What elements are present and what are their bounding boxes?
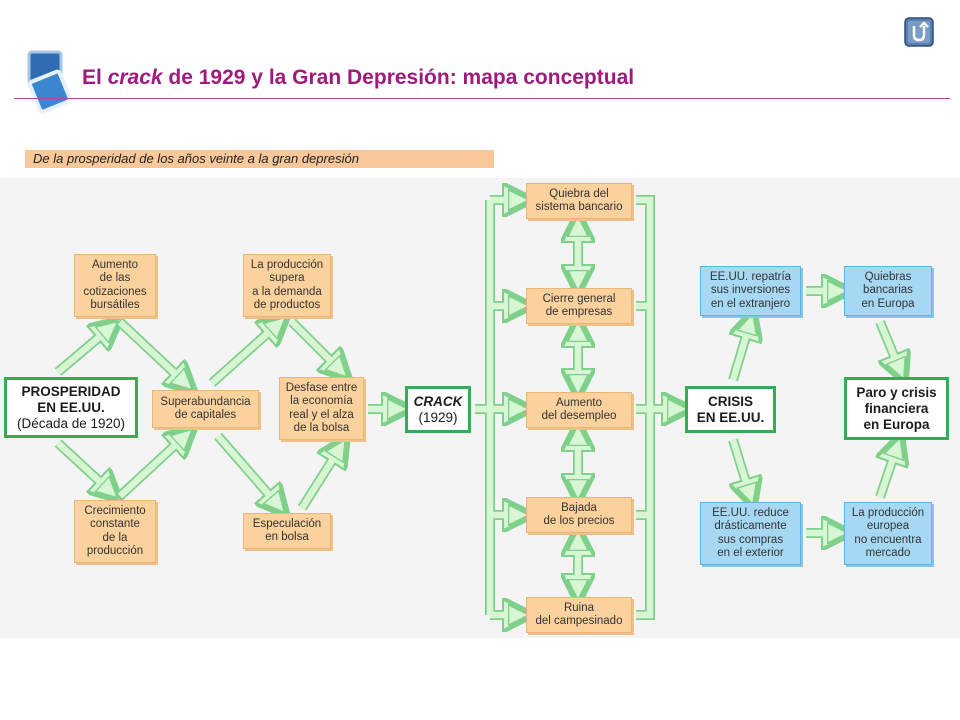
node-crisis-eeuu: CRISIS EN EE.UU. bbox=[685, 386, 776, 433]
node-bajada-precios: Bajada de los precios bbox=[526, 497, 632, 533]
arrow-produccion-europea-to-paro bbox=[876, 447, 897, 499]
arrow-prosperidad-to-crecimiento bbox=[55, 440, 110, 491]
node-quiebra-sistema-bancario: Quiebra del sistema bancario bbox=[526, 183, 632, 219]
node-desfase: Desfase entre la economía real y el alza… bbox=[279, 377, 364, 440]
node-produccion-europea: La producción europea no encuentra merca… bbox=[844, 502, 932, 565]
arrow-crisis-to-reduce bbox=[729, 439, 750, 495]
arrow-cotizaciones-to-superabundancia bbox=[117, 319, 185, 383]
title-emphasis: crack bbox=[107, 66, 163, 89]
node-crecimiento-produccion: Crecimiento constante de la producción bbox=[74, 500, 156, 563]
node-cierre-empresas: Cierre general de empresas bbox=[526, 288, 632, 324]
page-title: El crack de 1929 y la Gran Depresión: ma… bbox=[82, 66, 634, 90]
arrow-crisis-to-repatria bbox=[729, 323, 750, 381]
section-subtitle: De la prosperidad de los años veinte a l… bbox=[25, 150, 494, 168]
node-paro-crisis-europa: Paro y crisis financiera en Europa bbox=[844, 377, 949, 440]
node-aumento-desempleo: Aumento del desempleo bbox=[526, 392, 632, 428]
node-produccion-supera: La producción supera a la demanda de pro… bbox=[243, 254, 331, 317]
node-especulacion-bolsa: Especulación en bolsa bbox=[243, 513, 331, 549]
arrow-superabundancia-to-especulacion bbox=[215, 433, 278, 505]
title-text-before: El bbox=[82, 66, 108, 89]
title-text-after: de 1929 y la Gran Depresión: mapa concep… bbox=[162, 66, 635, 89]
arrow-prosperidad-to-cotizaciones bbox=[55, 328, 110, 375]
node-superabundancia-capitales: Superabundancia de capitales bbox=[152, 390, 259, 428]
node-crack-title: CRACK bbox=[413, 393, 463, 409]
node-prosperidad: PROSPERIDAD EN EE.UU.(Década de 1920) bbox=[4, 377, 138, 438]
arrow-crecimiento-to-superabundancia bbox=[117, 436, 185, 499]
title-divider bbox=[14, 98, 950, 99]
node-ruina-campesinado: Ruina del campesinado bbox=[526, 597, 632, 633]
node-quiebras-bancarias-europa: Quiebras bancarias en Europa bbox=[844, 266, 932, 316]
arrow-superabundancia-to-produccion bbox=[209, 324, 278, 386]
node-prosperidad-title: PROSPERIDAD EN EE.UU. bbox=[21, 383, 121, 415]
node-reduce-compras: EE.UU. reduce drásticamente sus compras … bbox=[700, 502, 801, 565]
node-crack: CRACK(1929) bbox=[405, 386, 471, 433]
arrow-produccion-to-desfase bbox=[289, 319, 340, 370]
node-repatria-inversiones: EE.UU. repatría sus inversiones en el ex… bbox=[700, 266, 801, 316]
stacked-squares-icon bbox=[27, 50, 72, 114]
arrow-especulacion-to-desfase bbox=[299, 448, 340, 510]
arrow-quiebras-to-paro bbox=[877, 320, 900, 370]
return-arrow-icon[interactable] bbox=[904, 17, 934, 47]
node-prosperidad-period: (Década de 1920) bbox=[16, 415, 126, 431]
node-crack-year: (1929) bbox=[418, 409, 458, 425]
node-aumento-cotizaciones: Aumento de las cotizaciones bursátiles bbox=[74, 254, 156, 317]
